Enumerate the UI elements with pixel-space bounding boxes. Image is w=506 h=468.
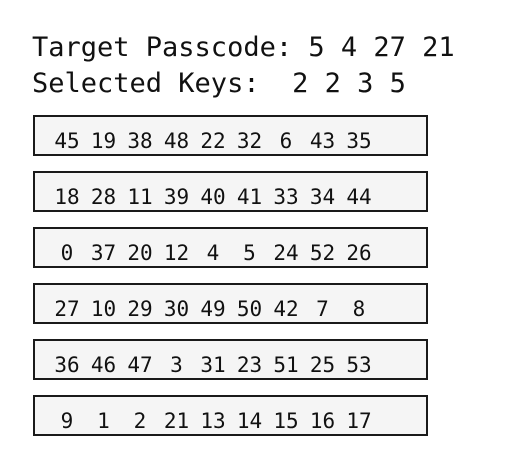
key-button[interactable]: 0 [60,241,74,265]
key-button[interactable]: 41 [236,185,263,209]
key-button[interactable]: 48 [163,129,190,153]
target-passcode-label: Target Passcode: [32,32,293,63]
key-button[interactable]: 24 [273,241,299,265]
key-button[interactable]: 7 [316,297,329,321]
key-button[interactable]: 30 [163,297,190,321]
key-button[interactable]: 5 [243,241,256,265]
key-button[interactable]: 31 [200,353,226,377]
key-button[interactable]: 13 [200,409,226,433]
target-passcode-line: Target Passcode: 5 4 27 21 [32,31,455,65]
target-passcode-value: 5 4 27 21 [308,32,455,63]
key-button[interactable]: 3 [170,353,183,377]
key-button[interactable]: 42 [273,297,299,321]
key-button[interactable]: 16 [309,409,336,433]
key-button[interactable]: 2 [133,409,147,433]
key-row: 36 46 47 3 31 23 51 25 53 [33,339,428,380]
key-button[interactable]: 44 [346,185,372,209]
key-button[interactable]: 29 [127,297,153,321]
key-button[interactable]: 34 [309,185,336,209]
key-button[interactable]: 50 [236,297,263,321]
key-button[interactable]: 27 [54,297,80,321]
key-button[interactable]: 12 [163,241,190,265]
key-button[interactable]: 37 [90,241,117,265]
key-button[interactable]: 52 [309,241,336,265]
key-button[interactable]: 9 [60,409,74,433]
key-button[interactable]: 26 [346,241,372,265]
key-button[interactable]: 21 [163,409,190,433]
key-button[interactable]: 18 [54,185,80,209]
key-button[interactable]: 8 [352,297,366,321]
key-button[interactable]: 51 [273,353,299,377]
key-button[interactable]: 32 [236,129,263,153]
key-button[interactable]: 15 [273,409,299,433]
key-button[interactable]: 19 [90,129,117,153]
selected-keys-value: 2 2 3 5 [292,68,406,99]
key-button[interactable]: 47 [127,353,153,377]
key-button[interactable]: 25 [309,353,336,377]
key-button[interactable]: 20 [127,241,153,265]
key-button[interactable]: 46 [90,353,117,377]
key-button[interactable]: 11 [127,185,153,209]
key-button[interactable]: 23 [236,353,263,377]
key-button[interactable]: 53 [346,353,372,377]
key-button[interactable]: 39 [163,185,190,209]
key-button[interactable]: 35 [346,129,372,153]
selected-keys-line: Selected Keys: 2 2 3 5 [32,67,406,101]
key-button[interactable]: 14 [236,409,263,433]
key-button[interactable]: 28 [90,185,117,209]
key-button[interactable]: 4 [206,241,220,265]
key-button[interactable]: 6 [279,129,293,153]
key-button[interactable]: 36 [54,353,80,377]
key-button[interactable]: 33 [273,185,299,209]
key-button[interactable]: 17 [346,409,372,433]
key-button[interactable]: 1 [97,409,110,433]
key-button[interactable]: 43 [309,129,336,153]
key-button[interactable]: 40 [200,185,226,209]
key-row: 18 28 11 39 40 41 33 34 44 [33,171,428,212]
key-button[interactable]: 38 [127,129,153,153]
key-row: 45 19 38 48 22 32 6 43 35 [33,115,428,156]
key-button[interactable]: 10 [90,297,117,321]
key-button[interactable]: 45 [54,129,80,153]
selected-keys-label: Selected Keys: [32,68,276,99]
key-button[interactable]: 22 [200,129,226,153]
key-button[interactable]: 49 [200,297,226,321]
